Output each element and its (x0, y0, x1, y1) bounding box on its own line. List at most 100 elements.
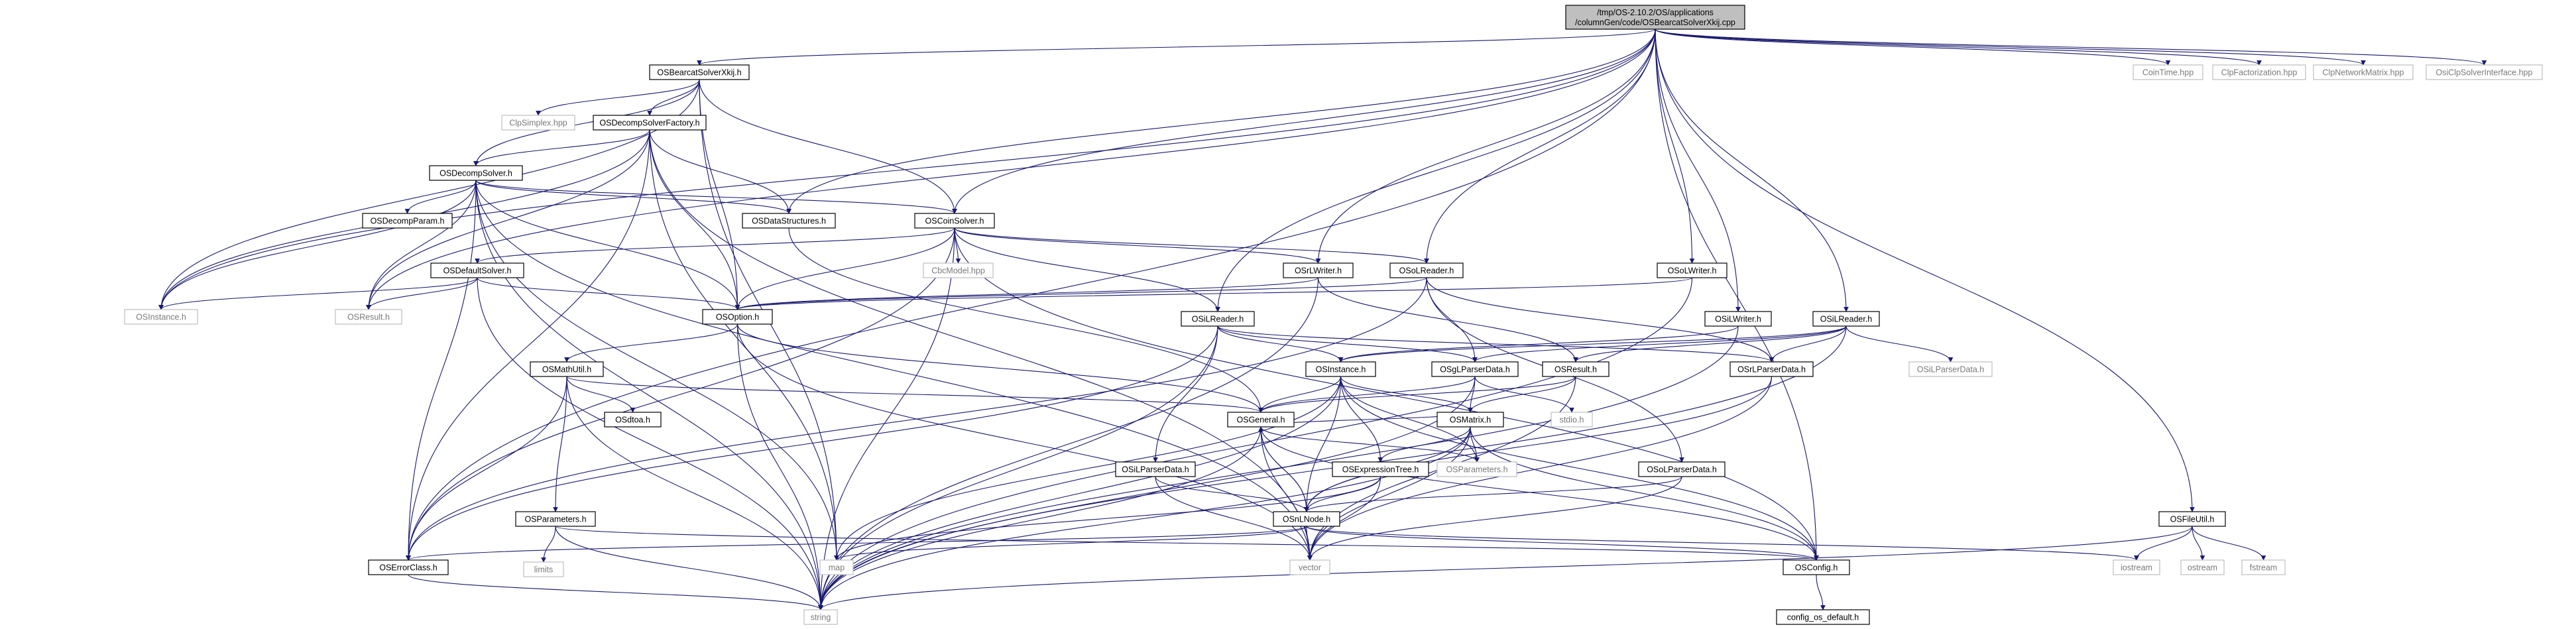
include-edge (1258, 376, 1576, 413)
node-osconfig-h[interactable]: OSConfig.h (1783, 559, 1850, 575)
node-label: ClpSimplex.hpp (509, 119, 567, 128)
node-osresult-h-2[interactable]: OSResult.h (1542, 361, 1610, 377)
include-edge (404, 180, 477, 214)
node-osoption-h[interactable]: OSOption.h (702, 309, 773, 325)
node-box (2133, 64, 2203, 80)
node-string[interactable]: string (803, 609, 838, 625)
include-edge (1340, 376, 1480, 463)
include-edge (555, 526, 1819, 561)
node-vector[interactable]: vector (1289, 559, 1330, 575)
node-osdecompparam-h[interactable]: OSDecompParam.h (362, 213, 453, 229)
node-osdecompsolver-h[interactable]: OSDecompSolver.h (429, 165, 523, 181)
include-edge (555, 526, 823, 610)
node-map[interactable]: map (819, 559, 854, 575)
include-edge (475, 180, 791, 214)
node-osmatrix-h[interactable]: OSMatrix.h (1436, 412, 1504, 428)
node-osinstance-h[interactable]: OSInstance.h (124, 309, 198, 325)
node-label: OSDefaultSolver.h (443, 266, 512, 276)
node-label: OSiLReader.h (1820, 315, 1873, 324)
node-root[interactable]: /tmp/OS-2.10.2/OS/applications/columnGen… (1565, 5, 1745, 30)
node-ostream[interactable]: ostream (2180, 559, 2225, 575)
node-label: OSParameters.h (1446, 465, 1507, 475)
node-clpfactorization-hpp[interactable]: ClpFactorization.hpp (2212, 64, 2306, 80)
node-osbearcatsolverxkij-h[interactable]: OSBearcatSolverXkij.h (649, 64, 750, 80)
include-edge (1258, 376, 1342, 413)
node-osdecompsolverfactory-h[interactable]: OSDecompSolverFactory.h (593, 115, 707, 131)
include-edge (1307, 426, 1471, 561)
node-box (1431, 361, 1519, 377)
node-box (1704, 311, 1772, 327)
node-clpsimplex-hpp[interactable]: ClpSimplex.hpp (501, 115, 575, 131)
node-clpnetworkmatrix-hpp[interactable]: ClpNetworkMatrix.hpp (2313, 64, 2414, 80)
node-iostream[interactable]: iostream (2113, 559, 2160, 575)
node-osolparserdata-h[interactable]: OSoLParserData.h (1638, 461, 1726, 477)
node-osparameters-h-std[interactable]: OSParameters.h (515, 511, 596, 527)
node-osolwriter-h[interactable]: OSoLWriter.h (1657, 262, 1727, 278)
node-osilparserdata-h-ext[interactable]: OSiLParserData.h (1908, 361, 1993, 377)
node-label: OSBearcatSolverXkij.h (657, 68, 741, 78)
node-box (1729, 361, 1814, 377)
node-osrlparserdata-h[interactable]: OSrLParserData.h (1729, 361, 1814, 377)
node-box (702, 309, 773, 325)
node-osilreader-h-2[interactable]: OSiLReader.h (1181, 311, 1255, 327)
node-oscoinsolver-h[interactable]: OSCoinSolver.h (914, 213, 995, 229)
node-osresult-h[interactable]: OSResult.h (335, 309, 402, 325)
include-edge (1340, 376, 1819, 561)
include-edge (736, 323, 1263, 413)
include-edge (406, 277, 1427, 561)
include-edge (818, 277, 1319, 610)
include-edge (475, 180, 957, 214)
node-stdio-h[interactable]: stdio.h (1551, 412, 1593, 428)
node-osglparserdata-h[interactable]: OSgLParserData.h (1431, 361, 1519, 377)
node-label: string (811, 613, 831, 622)
node-oserrorclass-h[interactable]: OSErrorClass.h (368, 559, 449, 575)
node-box (649, 64, 750, 80)
node-osdtoa-h[interactable]: OSdtoa.h (604, 412, 662, 428)
node-osdefaultsolver-h[interactable]: OSDefaultSolver.h (430, 262, 524, 278)
include-edge (834, 376, 1342, 561)
node-fstream[interactable]: fstream (2241, 559, 2286, 575)
node-osrlwriter-h[interactable]: OSrLWriter.h (1283, 262, 1354, 278)
node-label: OSrLWriter.h (1295, 266, 1342, 276)
include-edge (818, 277, 1693, 610)
node-cointime-hpp[interactable]: CoinTime.hpp (2133, 64, 2203, 80)
node-osexpressiontree-h[interactable]: OSExpressionTree.h (1332, 461, 1429, 477)
node-cbcmodel-hpp[interactable]: CbcModel.hpp (923, 262, 994, 278)
node-osilreader-h[interactable]: OSiLReader.h (1812, 311, 1880, 327)
node-osfileutil-h[interactable]: OSFileUtil.h (2158, 511, 2226, 527)
node-box (1332, 461, 1429, 477)
include-edge (1215, 29, 1656, 312)
include-edge (1655, 29, 2262, 66)
node-limits[interactable]: limits (523, 561, 564, 577)
node-label: CoinTime.hpp (2142, 68, 2194, 78)
node-osgeneral-h[interactable]: OSGeneral.h (1227, 412, 1295, 428)
include-edge (1217, 325, 1344, 363)
node-label: ClpNetworkMatrix.hpp (2323, 68, 2404, 78)
include-edge (818, 426, 1261, 610)
node-box (1908, 361, 1993, 377)
node-label: OSoLParserData.h (1647, 465, 1717, 475)
include-edge (1304, 476, 1682, 512)
include-edge (954, 227, 1429, 264)
node-label: iostream (2121, 563, 2152, 573)
node-osparameters-h[interactable]: OSParameters.h (1436, 461, 1517, 477)
node-osilparserdata-h[interactable]: OSiLParserData.h (1115, 461, 1196, 477)
node-label: OSrLParserData.h (1737, 365, 1806, 374)
node-osnlnode-h[interactable]: OSnLNode.h (1273, 511, 1340, 527)
include-edge (1217, 325, 1775, 363)
node-box (914, 213, 995, 229)
node-osiclpsolverinterface-hpp[interactable]: OsiClpSolverInterface.hpp (2426, 64, 2543, 80)
node-box (523, 561, 564, 577)
include-edge (1655, 29, 2171, 66)
include-edge (818, 227, 955, 610)
include-edge (366, 129, 650, 310)
node-osinstance-h-2[interactable]: OSInstance.h (1305, 361, 1376, 377)
node-osilwriter-h[interactable]: OSiLWriter.h (1704, 311, 1772, 327)
node-box (1115, 461, 1196, 477)
node-osolreader-h[interactable]: OSoLReader.h (1389, 262, 1464, 278)
node-osdatastructures-h[interactable]: OSDataStructures.h (742, 213, 836, 229)
node-config-os-default-h[interactable]: config_os_default.h (1776, 609, 1870, 625)
include-edge (408, 574, 823, 610)
node-osmathutil-h[interactable]: OSMathUtil.h (530, 361, 604, 377)
include-edge (1304, 376, 1342, 512)
